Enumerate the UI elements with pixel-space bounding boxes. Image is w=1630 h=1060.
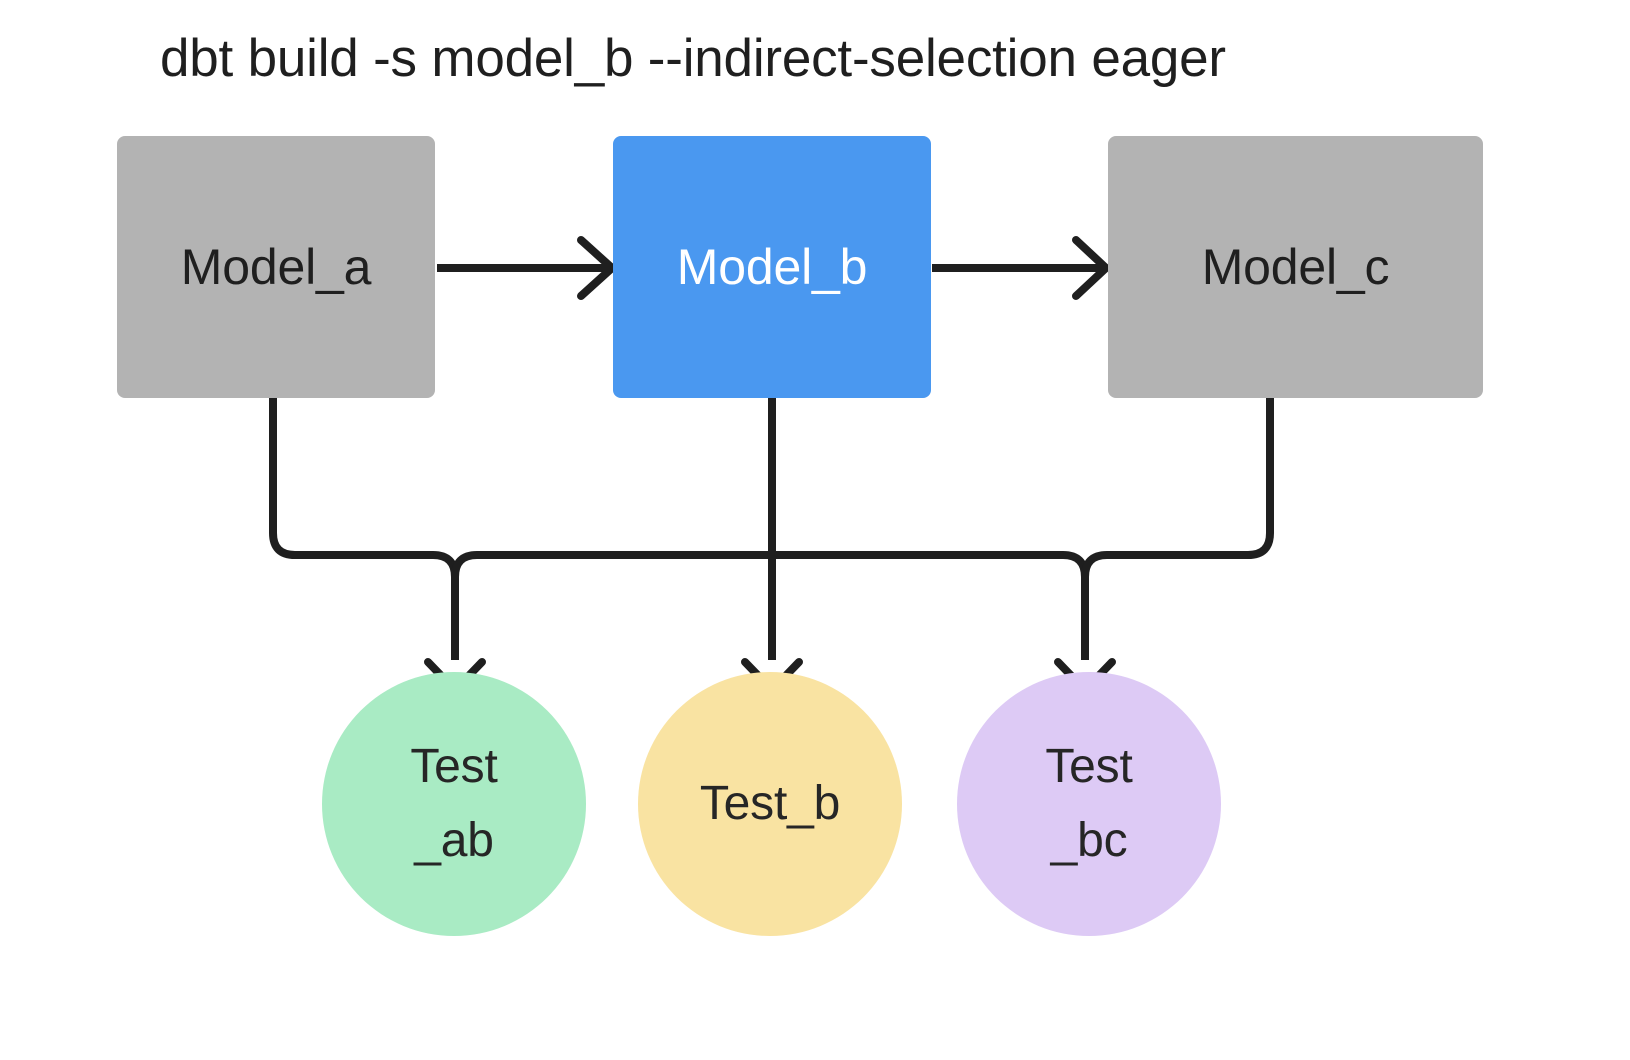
diagram-title: dbt build -s model_b --indirect-selectio… bbox=[160, 29, 1226, 88]
node-model-b[interactable]: Model_b bbox=[613, 136, 931, 398]
arrowhead-model-b bbox=[577, 236, 616, 300]
node-model-c[interactable]: Model_c bbox=[1108, 136, 1483, 398]
node-model-a-label: Model_a bbox=[180, 239, 372, 295]
node-test-b-label-line1: Test_b bbox=[699, 777, 841, 830]
node-model-c-label: Model_c bbox=[1201, 239, 1390, 295]
node-model-b-label: Model_b bbox=[676, 239, 868, 295]
node-model-a[interactable]: Model_a bbox=[117, 136, 435, 398]
edge-model-b-to-test-bc bbox=[772, 551, 1089, 578]
node-test-ab-label-line1: Test bbox=[410, 740, 498, 793]
node-test-bc-label-line1: Test bbox=[1045, 740, 1133, 793]
node-test-ab[interactable]: Test _ab bbox=[322, 672, 586, 936]
edge-model-c-to-test-bc bbox=[1081, 398, 1274, 660]
node-test-bc[interactable]: Test _bc bbox=[957, 672, 1221, 936]
edge-model-a-to-test-ab bbox=[269, 398, 459, 660]
node-test-ab-label-line2: _ab bbox=[414, 814, 494, 867]
node-test-bc-label-line2: _bc bbox=[1050, 814, 1128, 867]
node-test-b[interactable]: Test_b bbox=[638, 672, 902, 936]
edge-model-b-to-test-ab bbox=[451, 551, 772, 578]
arrowhead-model-c bbox=[1072, 236, 1110, 300]
